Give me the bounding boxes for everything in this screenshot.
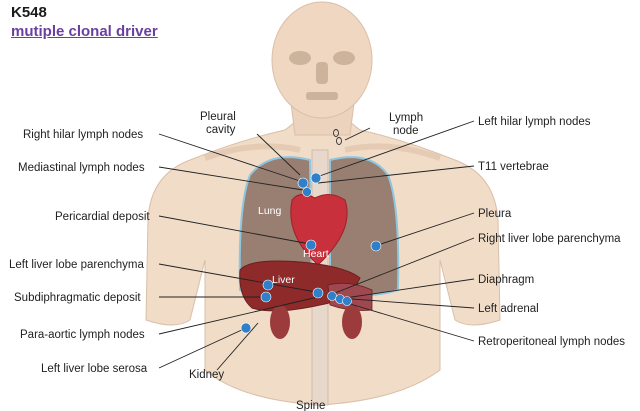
label-spine: Spine: [296, 400, 325, 411]
label-left-hilar: Left hilar lymph nodes: [478, 116, 591, 128]
label-mediastinal: Mediastinal lymph nodes: [18, 162, 145, 174]
label-pleural-cavity-line1: Pleural: [200, 111, 236, 123]
organ-label-lung: Lung: [258, 205, 282, 217]
organ-label-liver: Liver: [272, 274, 295, 286]
label-left-adrenal: Left adrenal: [478, 303, 539, 315]
marker-mediastinal[interactable]: [303, 188, 312, 197]
label-lymph-node-line1: Lymph: [389, 112, 423, 124]
marker-right-hilar[interactable]: [298, 178, 308, 188]
label-t11: T11 vertebrae: [478, 161, 549, 173]
organ-label-heart: Heart: [303, 248, 329, 260]
marker-right-liver-parenchyma[interactable]: [313, 288, 323, 298]
marker-left-liver-serosa[interactable]: [241, 323, 251, 333]
marker-pericardial[interactable]: [306, 240, 316, 250]
label-retroperitoneal: Retroperitoneal lymph nodes: [478, 336, 625, 348]
marker-left-liver-parenchyma[interactable]: [263, 280, 273, 290]
label-para-aortic: Para-aortic lymph nodes: [20, 329, 145, 341]
label-right-hilar: Right hilar lymph nodes: [23, 129, 143, 141]
label-left-liver-serosa: Left liver lobe serosa: [41, 363, 148, 375]
label-pericardial: Pericardial deposit: [55, 211, 150, 223]
marker-retroperitoneal[interactable]: [343, 297, 352, 306]
marker-left-hilar[interactable]: [311, 173, 321, 183]
label-kidney: Kidney: [189, 369, 224, 381]
marker-subphrenic[interactable]: [261, 292, 271, 302]
label-diaphragm: Diaphragm: [478, 274, 534, 286]
marker-diaphragm[interactable]: [328, 292, 337, 301]
label-lymph-node-line2: node: [393, 125, 419, 137]
label-pleural-cavity-line2: cavity: [206, 124, 236, 136]
label-pleura: Pleura: [478, 208, 512, 220]
marker-pleura[interactable]: [371, 241, 381, 251]
label-right-liver-parenchyma: Right liver lobe parenchyma: [478, 233, 621, 245]
label-left-liver-parenchyma: Left liver lobe parenchyma: [9, 259, 144, 271]
label-subphrenic: Subdiphragmatic deposit: [14, 292, 141, 304]
